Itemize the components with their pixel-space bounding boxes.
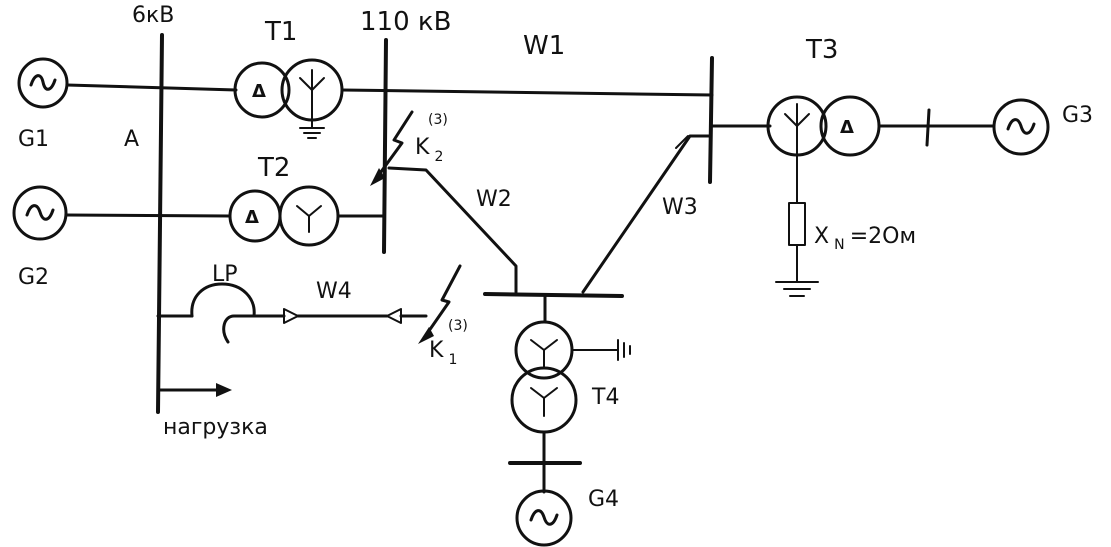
transformer-t2: Δ <box>228 185 340 247</box>
load-arrow-icon <box>216 383 232 397</box>
node-a-label: A <box>124 127 139 152</box>
t1-ground-icon <box>299 114 325 139</box>
bus-t3-side <box>708 56 714 184</box>
t2-star-symbol <box>296 205 322 233</box>
transformer-t2-label: T2 <box>257 153 290 183</box>
fault-k2-sup: (3) <box>428 112 448 128</box>
transformer-t4-label: T4 <box>591 385 619 410</box>
line-w2 <box>387 166 518 294</box>
bus-110kv <box>382 38 388 254</box>
w4-cable-end-right <box>386 308 402 324</box>
w3-tap <box>675 135 689 149</box>
fault-k1-lightning-icon <box>418 264 462 344</box>
fault-k2-lightning-icon <box>370 110 414 186</box>
reactor-lp <box>190 282 256 344</box>
bus-6kv-label: 6кВ <box>132 3 174 28</box>
line-w1-label: W1 <box>523 31 565 61</box>
t4-ground-icon <box>571 339 631 361</box>
fault-k1-main: K <box>429 338 444 363</box>
fault-k1-sup: (3) <box>448 318 468 334</box>
resistor-sub: N <box>834 237 844 253</box>
transformer-t4 <box>510 320 578 434</box>
t4-star-symbol-lower <box>530 387 558 417</box>
transformer-t1-label: T1 <box>264 17 297 47</box>
line-w2-label: W2 <box>476 187 512 212</box>
generator-g3-label: G3 <box>1062 103 1093 128</box>
fault-k2-main: K <box>415 135 430 160</box>
generator-g1 <box>17 57 69 109</box>
load-label: нагрузка <box>163 415 268 440</box>
neutral-resistor <box>788 202 806 246</box>
generator-g4 <box>515 489 573 547</box>
reactor-lp-label: LP <box>212 262 238 287</box>
t3-ground-icon <box>775 281 819 297</box>
g1-feeder <box>65 83 238 92</box>
generator-g2 <box>12 185 68 241</box>
t1-star-symbol <box>299 69 325 116</box>
resistor-x: X <box>814 224 829 249</box>
fault-k2-label: K 2 <box>415 135 443 165</box>
t2-delta-symbol: Δ <box>245 207 259 228</box>
t4-star-symbol-upper <box>530 339 558 368</box>
t3-delta-symbol: Δ <box>840 117 854 138</box>
generator-g2-label: G2 <box>18 265 49 290</box>
generator-g3 <box>992 98 1050 156</box>
t1-delta-symbol: Δ <box>252 81 266 102</box>
line-w3-label: W3 <box>662 195 698 220</box>
bus-6kv <box>156 33 164 414</box>
generator-g4-label: G4 <box>588 487 619 512</box>
neutral-resistor-label: X N =2Ом <box>814 224 916 253</box>
fault-k1-label: K 1 <box>429 338 457 368</box>
resistor-value: =2Ом <box>850 224 916 249</box>
bus-110kv-label: 110 кВ <box>360 7 451 37</box>
transformer-t3-label: T3 <box>805 35 838 65</box>
breaker-mark-g3 <box>925 108 931 147</box>
fault-k1-sub: 1 <box>449 352 458 368</box>
w4-cable-end-left <box>283 308 299 324</box>
line-w3 <box>581 134 712 294</box>
transformer-t3: Δ <box>766 95 881 157</box>
g2-feeder <box>64 213 232 218</box>
fault-k2-sub: 2 <box>435 149 444 165</box>
t3-star-symbol <box>784 103 810 151</box>
bus-substation-4 <box>483 292 624 298</box>
generator-g1-label: G1 <box>18 127 49 152</box>
transformer-t1: Δ <box>233 58 344 139</box>
line-w1 <box>340 88 714 97</box>
line-w4-label: W4 <box>316 279 352 304</box>
